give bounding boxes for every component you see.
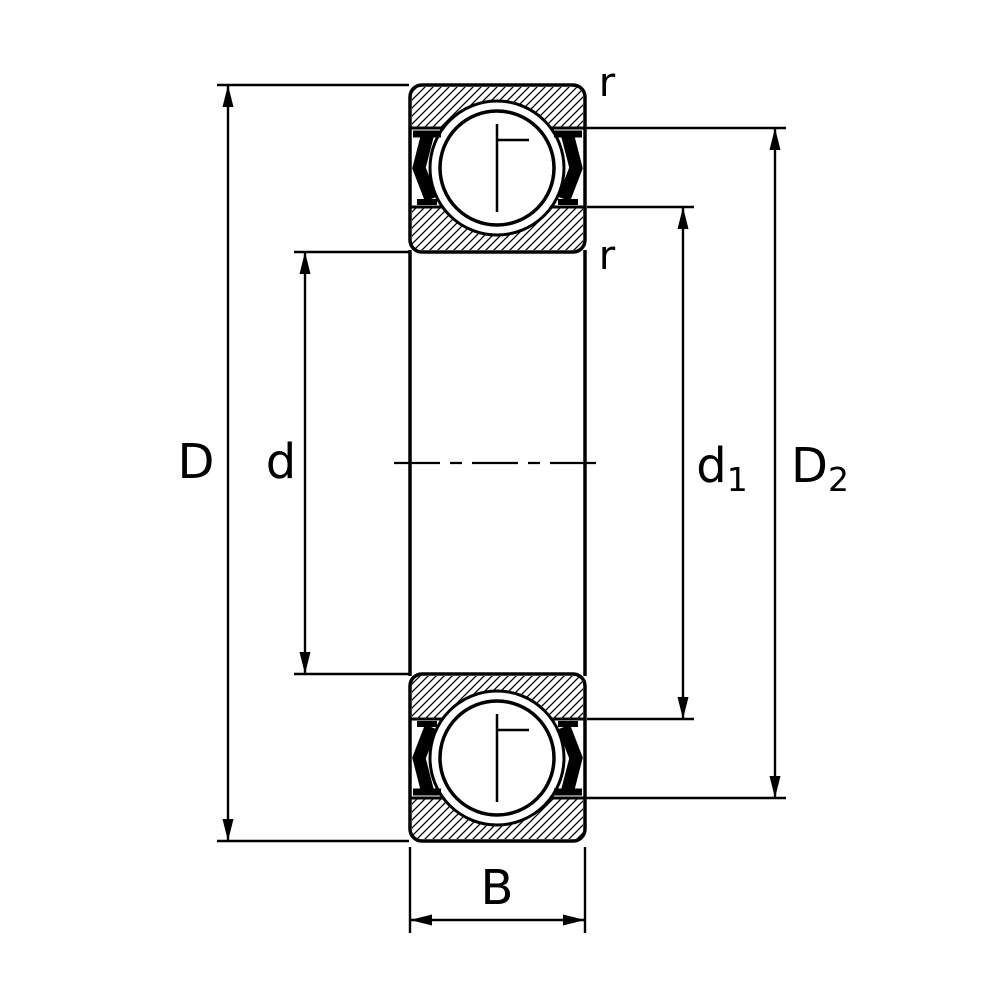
bearing-section-bottom — [408, 672, 587, 843]
seal-left-top — [412, 130, 441, 205]
dimension-label-B: B — [480, 860, 514, 916]
dimension-label-d1: d1 — [696, 438, 748, 500]
seal-left-bottom — [412, 721, 441, 796]
fillet-radius-label-inner: r — [598, 233, 616, 279]
bearing-section-top — [408, 83, 587, 254]
dimension-line-d — [294, 250, 409, 676]
seal-right-top — [554, 130, 583, 205]
dimension-label-D2: D2 — [791, 438, 849, 500]
dimension-line-d1 — [587, 205, 694, 721]
dimension-line-D — [217, 83, 409, 843]
seal-right-bottom — [554, 721, 583, 796]
dimension-label-D: D — [177, 434, 215, 490]
fillet-radius-label-top: r — [598, 60, 616, 106]
dimension-line-B — [408, 847, 587, 933]
dimension-label-d: d — [265, 434, 297, 490]
dimension-line-D2 — [585, 126, 786, 800]
